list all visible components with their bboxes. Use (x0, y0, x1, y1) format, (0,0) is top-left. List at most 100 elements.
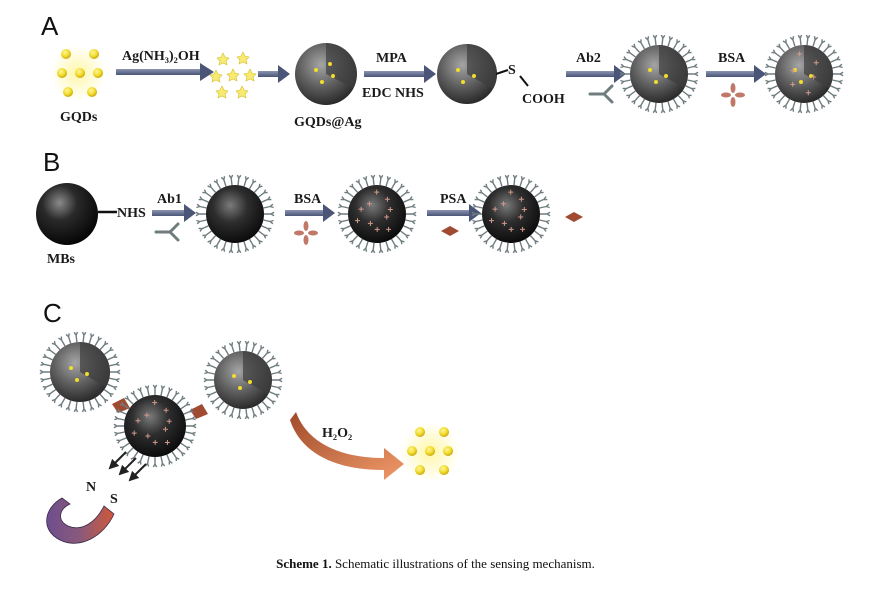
antibody-spike (672, 39, 681, 50)
antibody-spike (88, 333, 95, 344)
antibody-spike (685, 56, 696, 63)
antibody-spike (827, 49, 837, 58)
antibody-spike (660, 34, 666, 46)
antibody-spike (263, 203, 274, 209)
antibody-spike (637, 98, 646, 109)
gqds-label: GQDs (60, 110, 98, 125)
antibody-spike (537, 196, 548, 203)
antibody-spike (677, 95, 687, 105)
antibody-spike (137, 454, 144, 465)
antibody-spike (764, 71, 775, 77)
antibody-spike (512, 174, 518, 186)
antibody-spike (797, 102, 803, 114)
antibody-spike (524, 179, 533, 190)
antibody-spike (667, 101, 674, 112)
antibody-spike (130, 390, 139, 401)
antibody-spike (644, 101, 651, 112)
antibody-spike (622, 56, 633, 63)
bsa-mark (152, 439, 158, 445)
antibody-spike (667, 36, 674, 47)
released-gqds-cluster (400, 422, 460, 482)
antibody-spike (251, 407, 258, 418)
antibody-spike (261, 401, 271, 411)
magnet-icon (46, 497, 115, 544)
bsa-icon-a (721, 83, 745, 107)
antibody-spike (620, 63, 631, 69)
antibody-spike (472, 203, 483, 209)
antibody-spike (767, 85, 778, 92)
bsa-mark (489, 218, 494, 224)
antibody-spike (340, 225, 351, 232)
bsa-mark (135, 418, 141, 424)
antibody-spike (228, 174, 234, 186)
antibody-spike (81, 401, 87, 413)
bsa-mark (521, 207, 527, 212)
antibody-spike (652, 34, 658, 46)
antibody-spike (65, 333, 72, 344)
antibody-spike (103, 346, 114, 355)
antibody-spike (619, 71, 630, 77)
arrow-bsa-a (706, 65, 766, 83)
antibody-spike (496, 176, 503, 187)
bsa-label-b: BSA (294, 192, 322, 207)
antibody-spike (236, 408, 242, 420)
antibody-spike (42, 383, 53, 391)
antibody-spike (180, 442, 191, 451)
nhs-label: NHS (117, 206, 146, 221)
antibody-spike (196, 219, 207, 225)
antibody-spike (534, 189, 544, 198)
antibody-spike (215, 349, 225, 359)
antibody-spike (767, 56, 778, 63)
antibody-spike (264, 211, 275, 217)
antibody-spike (248, 238, 257, 249)
bsa-mark (492, 206, 498, 212)
h2o2-label: H₂O₂ (322, 426, 352, 441)
arrow-ab2 (566, 65, 626, 83)
antibody-spike (827, 90, 837, 99)
antibody-spike (400, 189, 410, 198)
bsa-mark (366, 201, 372, 207)
antibody-spike (266, 396, 276, 405)
antibody-spike (186, 423, 197, 429)
antibody-spike (206, 362, 217, 369)
antibody-spike (644, 36, 651, 47)
antibody-spike (782, 39, 791, 50)
bsa-mark (355, 218, 360, 224)
antibody-spike (472, 219, 483, 225)
immuno-mb-center (113, 384, 197, 468)
antibody-spike (204, 369, 215, 375)
antibody-spike (269, 391, 280, 398)
antibody-spike (765, 63, 776, 69)
antibody-spike (244, 340, 250, 352)
antibody-spike (198, 196, 209, 203)
antibody-spike (385, 176, 392, 187)
caption-prefix: Scheme 1. (276, 556, 332, 571)
arrow-ab1 (152, 204, 196, 222)
arrow-growth (258, 65, 290, 83)
antibody-spike (789, 36, 796, 47)
caption-text: Schematic illustrations of the sensing m… (334, 556, 595, 571)
bsa-mark (501, 220, 507, 226)
antibody-spike (119, 442, 130, 451)
antibody-spike (40, 361, 51, 367)
antibody-spike (687, 79, 698, 85)
bsa-mark (367, 220, 373, 226)
antibody-spike (631, 43, 641, 53)
antibody-spike (271, 369, 282, 375)
antibody-spike (99, 340, 109, 351)
probe-particle-right (203, 340, 283, 420)
bsa-mark (162, 426, 168, 432)
antibody-spike (81, 331, 87, 343)
panel-label-a: A (41, 11, 59, 41)
antibody-spike (349, 183, 359, 193)
bsa-mark (387, 207, 393, 212)
antibody-spike (338, 203, 349, 209)
antibody-spike (110, 369, 121, 375)
antibody-spike (682, 49, 692, 58)
antibody-spike (213, 238, 222, 249)
antibody-spike (474, 196, 485, 203)
antibody-spike (236, 340, 242, 352)
antibody-spike (40, 377, 51, 383)
antibody-spike (166, 387, 173, 398)
psa-antigen-free (565, 212, 583, 222)
